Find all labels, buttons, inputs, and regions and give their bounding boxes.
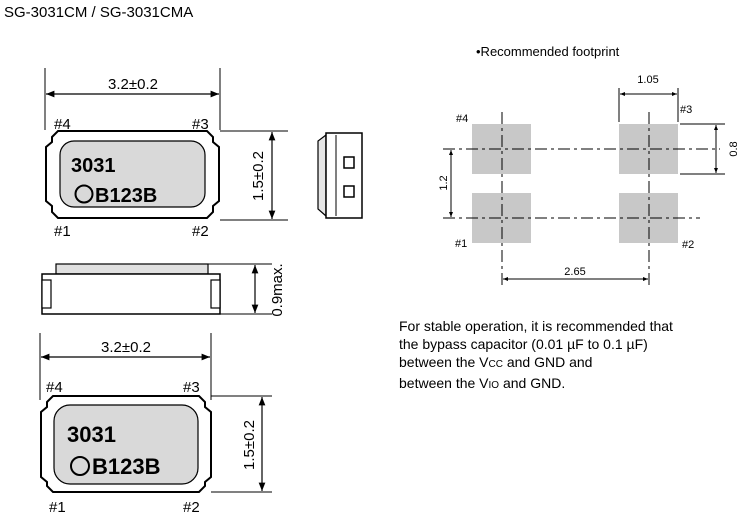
pin-2-label-2: #2 <box>183 499 200 516</box>
footprint-pin-3-label: #3 <box>680 104 692 116</box>
page-title: SG-3031CM / SG-3031CMA <box>4 4 194 21</box>
side-view-base <box>41 273 221 315</box>
footprint-centerlines <box>443 112 720 285</box>
thickness-dimension-label: 0.9max. <box>269 263 286 316</box>
side-view: 0.9max. <box>41 263 286 317</box>
marking-line-2: B123B <box>95 185 157 207</box>
pin-3-label-2: #3 <box>183 379 200 396</box>
width-dimension-label: 3.2±0.2 <box>108 76 158 93</box>
note-line-3-text: between the V <box>399 354 489 370</box>
bottom-view: 3.2±0.2 1.5±0.2 3031 B123B #4 #3 #1 #2 <box>39 333 272 516</box>
bypass-capacitor-note: For stable operation, it is recommended … <box>399 317 673 395</box>
pitch-x-dimension-label: 2.65 <box>564 266 585 278</box>
pitch-y-dimension-label: 1.2 <box>438 175 450 190</box>
pin1-marker-icon <box>74 184 94 204</box>
side-view-lid <box>55 263 209 275</box>
marking-line-1-2: 3031 <box>67 422 116 447</box>
pin-2-label: #2 <box>192 223 209 240</box>
pad-height-dimension-label: 0.8 <box>728 141 740 156</box>
pin1-marker-icon-2 <box>70 456 90 476</box>
vcc-subscript: CC <box>488 359 503 370</box>
footprint-pin-2-label: #2 <box>682 239 694 251</box>
package-lid <box>59 140 206 208</box>
end-terminal-lower <box>343 185 355 198</box>
end-view <box>317 132 363 219</box>
package-lid-2 <box>53 404 199 485</box>
footprint-pin-4-label: #4 <box>456 113 468 125</box>
footprint-diagram: •Recommended footprint 1.05 0.8 1.2 2.65… <box>438 44 740 285</box>
vio-subscript: IO <box>488 380 500 391</box>
marking-line-1: 3031 <box>71 155 116 177</box>
end-view-body <box>325 132 363 219</box>
note-line-3-tail: and GND and <box>502 354 593 370</box>
pin-3-label: #3 <box>192 116 209 133</box>
note-line-4: between the VIO and GND. <box>399 374 673 395</box>
pin-4-label-2: #4 <box>46 379 63 396</box>
pin-1-label-2: #1 <box>49 499 66 516</box>
top-view: 3.2±0.2 1.5±0.2 3031 B123B #4 #3 #1 #2 <box>44 68 288 240</box>
width-dimension-label-2: 3.2±0.2 <box>101 339 151 356</box>
pad-width-dimension-label: 1.05 <box>637 74 658 86</box>
pin-1-label: #1 <box>54 223 71 240</box>
marking-line-2-2: B123B <box>92 454 160 479</box>
end-terminal-upper <box>343 156 355 169</box>
note-line-3: between the VCC and GND and <box>399 353 673 374</box>
footprint-pin-1-label: #1 <box>455 238 467 250</box>
height-dimension-label-2: 1.5±0.2 <box>241 420 258 470</box>
note-line-4-text: between the V <box>399 375 489 391</box>
note-line-1: For stable operation, it is recommended … <box>399 318 673 334</box>
footprint-title: •Recommended footprint <box>476 44 620 59</box>
note-line-4-tail: and GND. <box>499 375 566 391</box>
pin-4-label: #4 <box>54 116 71 133</box>
height-dimension-label: 1.5±0.2 <box>250 151 267 201</box>
note-line-2: the bypass capacitor (0.01 µF to 0.1 µF) <box>399 336 648 352</box>
